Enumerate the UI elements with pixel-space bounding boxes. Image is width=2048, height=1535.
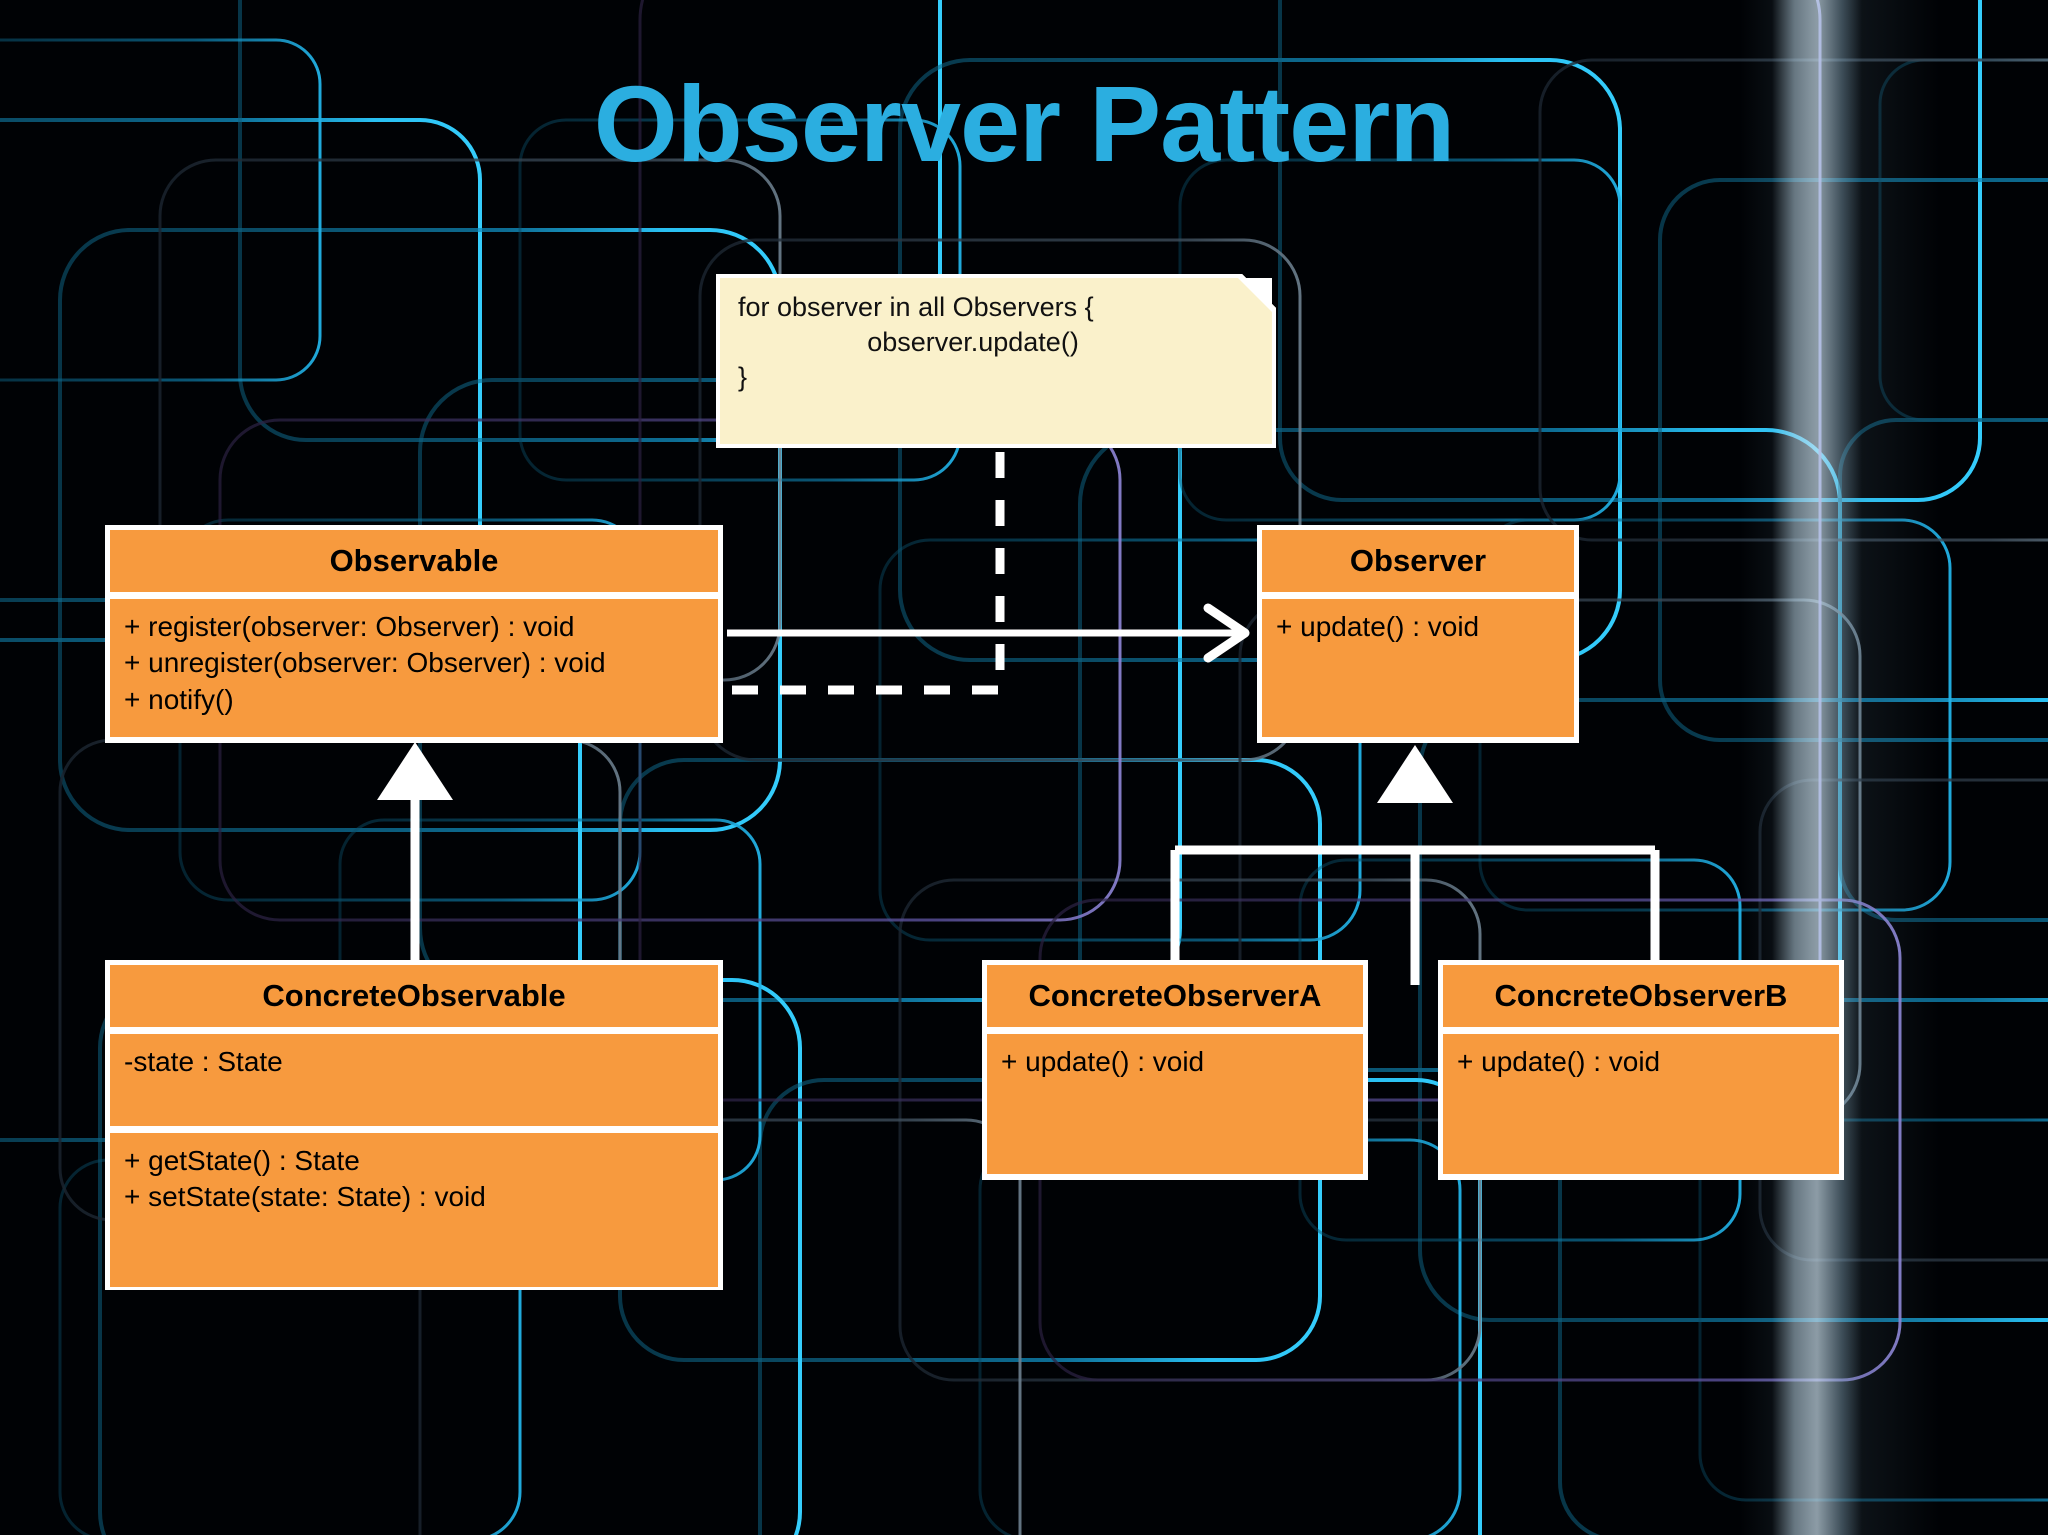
- note-text: for observer in all Observers { observer…: [716, 274, 1276, 395]
- operation-row: + update() : void: [1276, 611, 1480, 642]
- compartment-divider: [987, 1027, 1363, 1034]
- operations-concreteobservera: + update() : void: [987, 1034, 1363, 1174]
- attribute-row: -state : State: [124, 1046, 283, 1077]
- operation-row: + getState() : State: [124, 1145, 360, 1176]
- note-line-2: observer.update(): [867, 327, 1079, 358]
- class-name-concreteobserverb: ConcreteObserverB: [1443, 965, 1839, 1027]
- operation-row: + unregister(observer: Observer) : void: [124, 647, 606, 679]
- class-box-observer[interactable]: Observer + update() : void: [1257, 525, 1579, 743]
- class-name-concreteobservable: ConcreteObservable: [110, 965, 718, 1027]
- compartment-divider: [110, 1027, 718, 1034]
- compartment-divider: [1262, 592, 1574, 599]
- class-box-observable[interactable]: Observable + register(observer: Observer…: [105, 525, 723, 743]
- operations-observable: + register(observer: Observer) : void + …: [110, 599, 718, 737]
- operations-concreteobservable: + getState() : State + setState(state: S…: [110, 1133, 718, 1287]
- class-name-concreteobservera: ConcreteObserverA: [987, 965, 1363, 1027]
- class-name-observable: Observable: [110, 530, 718, 592]
- attributes-concreteobservable: -state : State: [110, 1034, 718, 1126]
- page-title: Observer Pattern: [593, 63, 1455, 184]
- operation-row: + register(observer: Observer) : void: [124, 611, 575, 642]
- compartment-divider: [110, 592, 718, 599]
- operations-concreteobserverb: + update() : void: [1443, 1034, 1839, 1174]
- note-line-1: for observer in all Observers {: [738, 292, 1094, 322]
- class-box-concreteobservera[interactable]: ConcreteObserverA + update() : void: [982, 960, 1368, 1180]
- operation-row: + update() : void: [1457, 1046, 1661, 1077]
- class-box-concreteobserverb[interactable]: ConcreteObserverB + update() : void: [1438, 960, 1844, 1180]
- class-name-observer: Observer: [1262, 530, 1574, 592]
- class-box-concreteobservable[interactable]: ConcreteObservable -state : State + getS…: [105, 960, 723, 1290]
- note-line-3: }: [738, 362, 748, 393]
- operation-row: + setState(state: State) : void: [124, 1181, 486, 1213]
- operation-row: + update() : void: [1001, 1046, 1205, 1077]
- compartment-divider: [1443, 1027, 1839, 1034]
- note-shape: [716, 274, 1276, 448]
- operations-observer: + update() : void: [1262, 599, 1574, 737]
- compartment-divider: [110, 1126, 718, 1133]
- note-box: for observer in all Observers { observer…: [716, 274, 1276, 448]
- operation-row: + notify(): [124, 683, 234, 715]
